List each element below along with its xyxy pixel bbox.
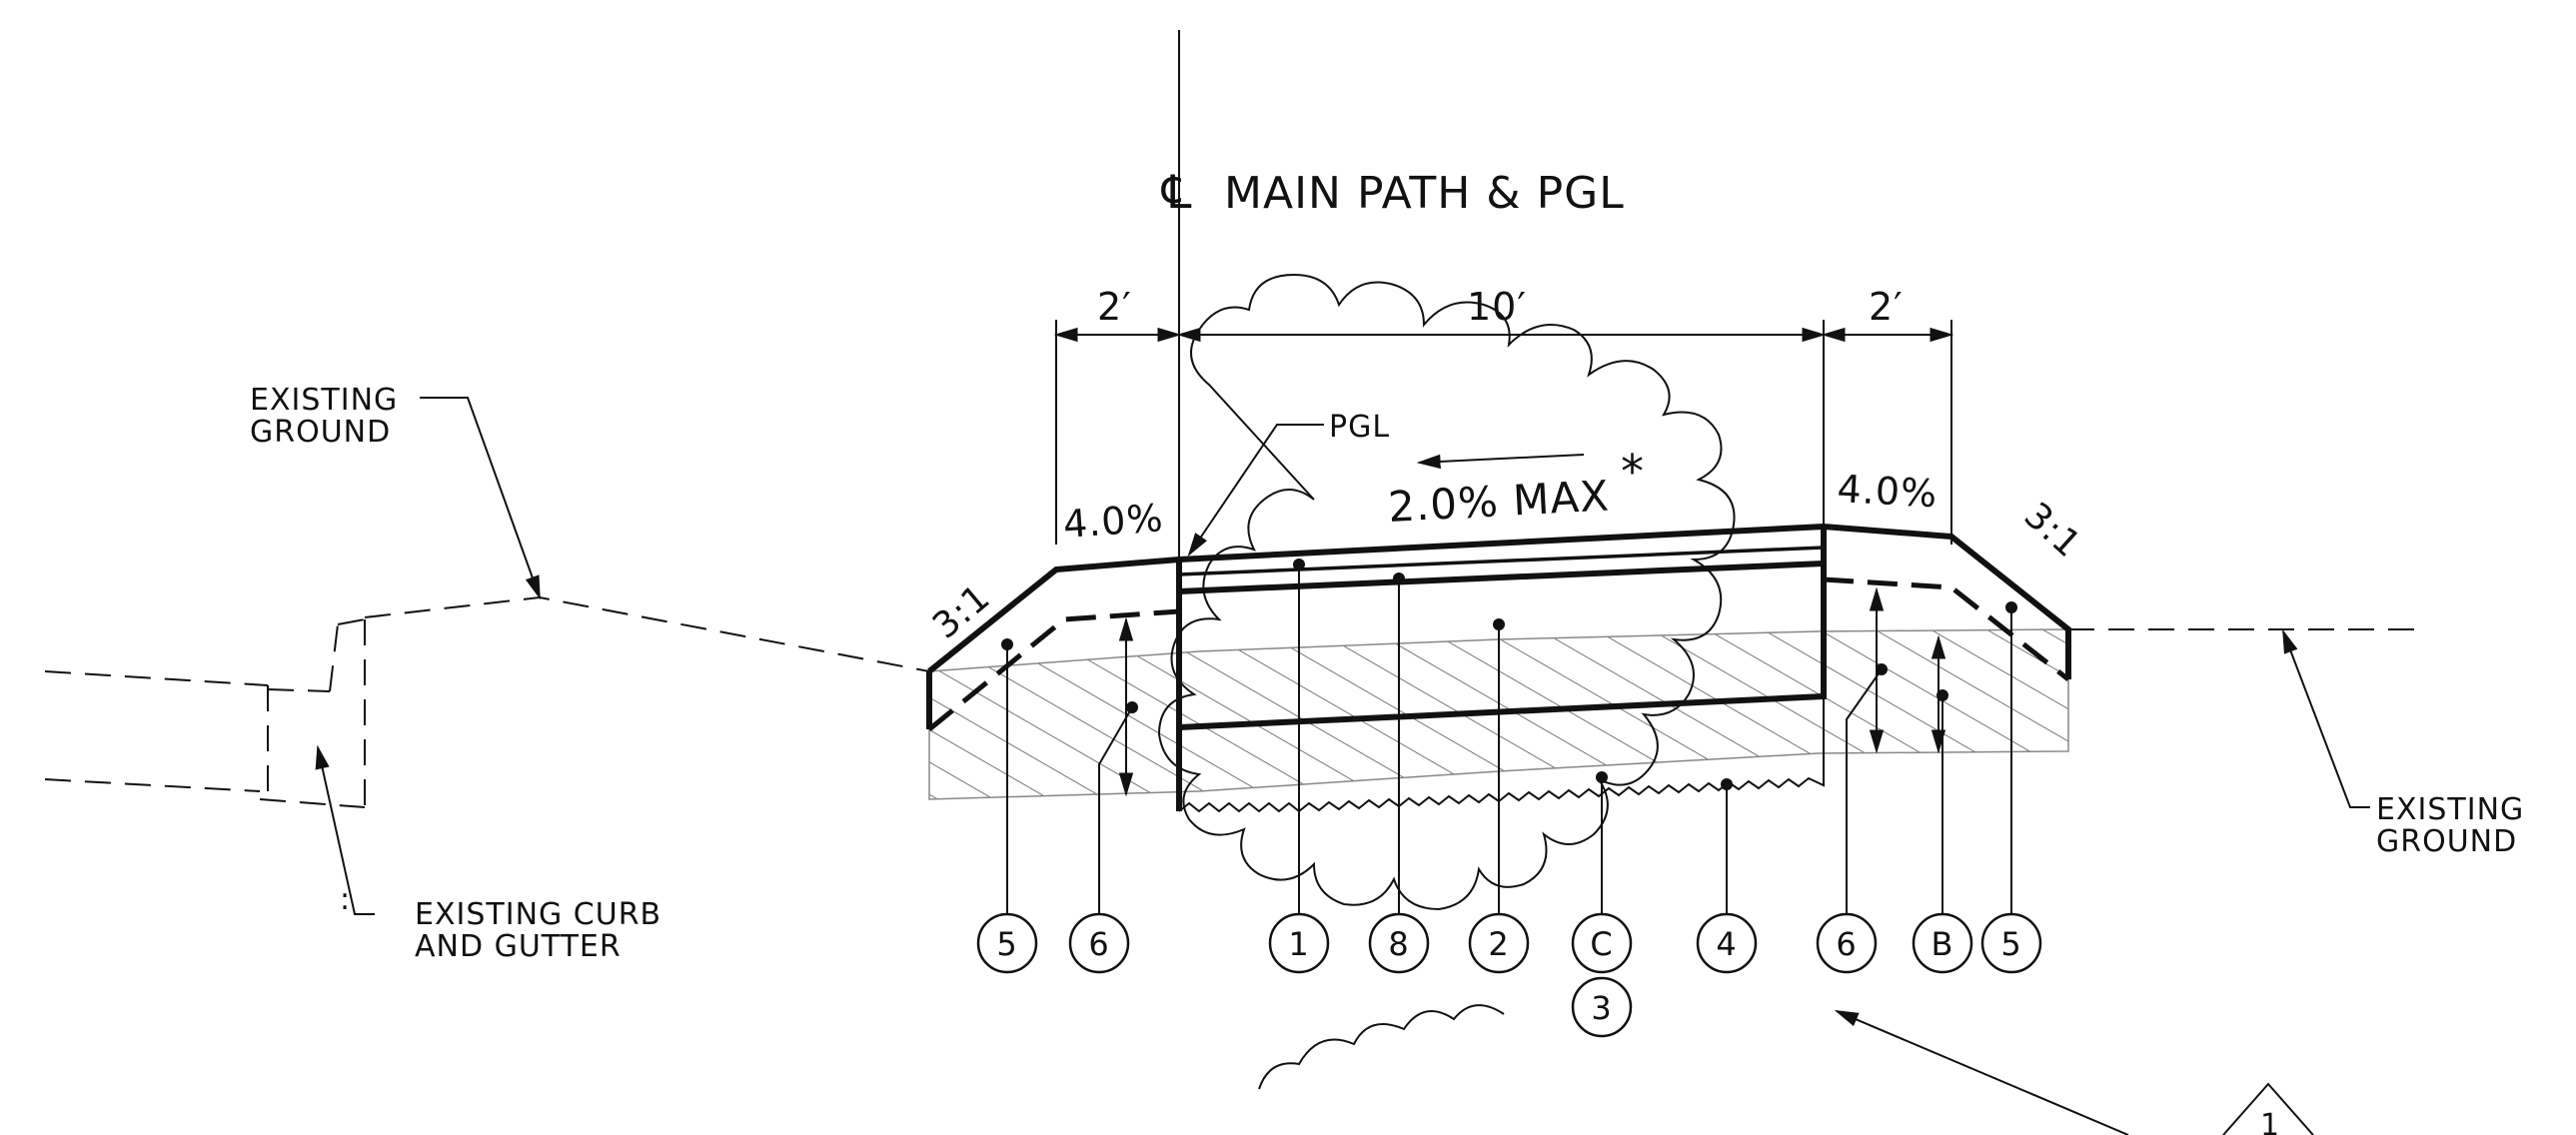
revision-cloud xyxy=(1157,273,1736,911)
callout-5-left: 5 xyxy=(976,912,1038,974)
svg-text:4: 4 xyxy=(1716,925,1737,963)
cross-slope-arrow xyxy=(1416,454,1585,470)
callout-c: C xyxy=(1571,912,1633,974)
revision-cloud-bottom xyxy=(1258,1004,1505,1090)
left-shoulder-slope: 4.0% xyxy=(1062,496,1165,547)
left-side-slope: 3:1 xyxy=(925,576,998,647)
dimension-lines xyxy=(1053,320,1954,545)
callout-2: 2 xyxy=(1468,912,1530,974)
existing-ground-right-label-2: GROUND xyxy=(2376,824,2517,859)
svg-text:B: B xyxy=(1932,925,1954,963)
callout-8: 8 xyxy=(1368,912,1430,974)
svg-text:C: C xyxy=(1590,925,1613,963)
right-shoulder-slope: 4.0% xyxy=(1837,467,1939,516)
existing-curb-label-2: AND GUTTER xyxy=(415,929,622,964)
leader-lines xyxy=(315,397,2370,1135)
svg-text:5: 5 xyxy=(996,925,1017,963)
right-side-slope: 3:1 xyxy=(2016,495,2089,566)
svg-text:2: 2 xyxy=(1488,925,1509,963)
centerline-symbol: ℄ xyxy=(1161,165,1193,219)
existing-ground-left-label-2: GROUND xyxy=(250,415,391,450)
callout-b: B xyxy=(1912,912,1973,974)
callout-4: 4 xyxy=(1696,912,1758,974)
subgrade-line-left xyxy=(927,608,1180,731)
existing-curb-label-1: EXISTING CURB xyxy=(415,897,661,932)
callout-6-right: 6 xyxy=(1816,912,1878,974)
pavement-section xyxy=(1176,527,1827,813)
drawing-title: MAIN PATH & PGL xyxy=(1224,168,1625,219)
dimension-left-shoulder: 2′ xyxy=(1097,285,1132,329)
revision-triangle-icon xyxy=(2222,1082,2314,1135)
dimension-right-shoulder: 2′ xyxy=(1869,285,1904,329)
cross-slope-asterisk: * xyxy=(1621,445,1645,499)
existing-ground-line-left xyxy=(364,595,930,672)
callout-1: 1 xyxy=(1268,912,1330,974)
callout-6-left: 6 xyxy=(1068,912,1130,974)
callout-5-right: 5 xyxy=(1980,912,2042,974)
path-cross-slope: 2.0% MAX xyxy=(1387,471,1611,532)
svg-text:3: 3 xyxy=(1591,989,1612,1027)
existing-curb-and-gutter xyxy=(44,618,366,808)
revision-number: 1 xyxy=(2260,1108,2280,1135)
dimension-path-width: 10′ xyxy=(1467,285,1527,329)
subgrade-line-right xyxy=(1823,576,2070,681)
curb-mark: : xyxy=(340,882,351,917)
callout-3: 3 xyxy=(1571,976,1633,1038)
svg-text:6: 6 xyxy=(1088,925,1109,963)
svg-text:5: 5 xyxy=(2000,925,2021,963)
pgl-label: PGL xyxy=(1329,410,1390,445)
svg-text:6: 6 xyxy=(1836,925,1857,963)
existing-ground-left-label-1: EXISTING xyxy=(250,383,398,418)
existing-ground-right-label-1: EXISTING xyxy=(2376,792,2524,827)
svg-text:1: 1 xyxy=(1288,925,1309,963)
svg-text:8: 8 xyxy=(1388,925,1409,963)
